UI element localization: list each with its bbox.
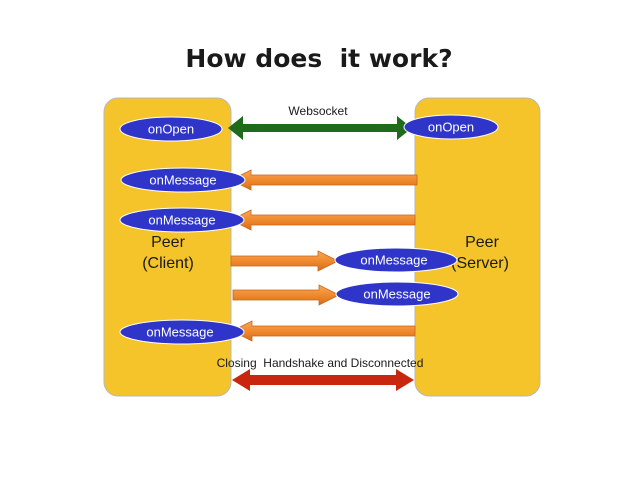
- client-onmessage-event-1: onMessage: [120, 167, 246, 193]
- server-peer-label: Peer: [465, 234, 499, 251]
- client-onmessage-label-2: onMessage: [148, 213, 215, 228]
- client-peer-sublabel: (Client): [142, 255, 194, 272]
- server-onmessage-label-2: onMessage: [363, 287, 430, 302]
- server-peer-sublabel: (Server): [451, 255, 509, 272]
- client-onmessage-label-1: onMessage: [149, 173, 216, 188]
- client-peer-label: Peer: [151, 234, 185, 251]
- message-arrow-server-to-client-3: [231, 320, 416, 342]
- server-onmessage-event-1: onMessage: [334, 247, 458, 273]
- websocket-arrow: [228, 116, 412, 140]
- client-onopen-event: onOpen: [119, 116, 223, 142]
- closing-label: Closing Handshake and Disconnected: [217, 356, 424, 370]
- client-onmessage-label-3: onMessage: [146, 325, 213, 340]
- server-onopen-label: onOpen: [428, 120, 474, 135]
- client-onmessage-event-2: onMessage: [119, 207, 245, 233]
- client-onopen-label: onOpen: [148, 122, 194, 137]
- message-arrow-server-to-client-2: [230, 209, 416, 231]
- server-onmessage-event-2: onMessage: [335, 281, 459, 307]
- message-arrow-server-to-client-1: [230, 169, 418, 191]
- message-arrow-client-to-server-2: [232, 284, 340, 306]
- server-peer-box: [414, 97, 541, 397]
- closing-arrow: [232, 369, 414, 391]
- server-onopen-event: onOpen: [403, 114, 499, 140]
- message-arrow-client-to-server-1: [230, 250, 339, 272]
- client-onmessage-event-3: onMessage: [119, 319, 245, 345]
- server-onmessage-label-1: onMessage: [360, 253, 427, 268]
- websocket-label: Websocket: [288, 104, 348, 118]
- page-title: How does it work?: [185, 44, 453, 73]
